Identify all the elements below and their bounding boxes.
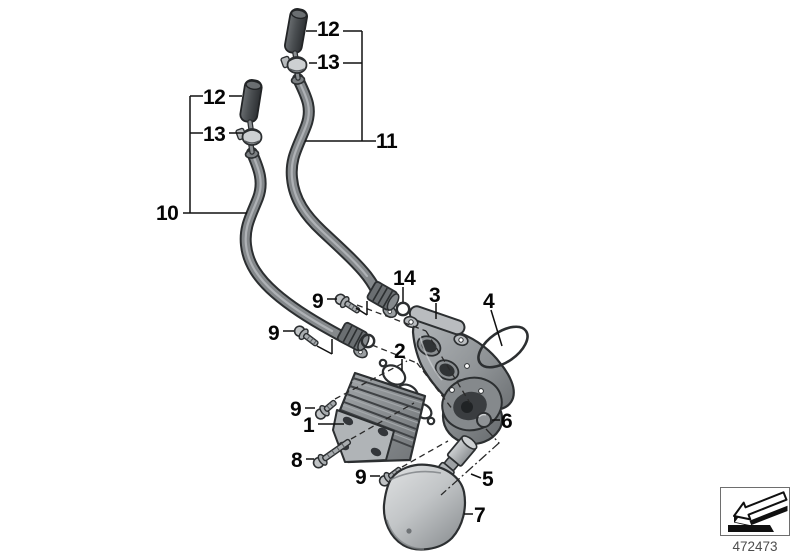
callout-hose-left: 10: [156, 202, 179, 225]
callout-oring-large: 4: [483, 290, 495, 313]
callout-screw-cooler-bottom: 9: [355, 466, 367, 489]
clamp-left: [235, 127, 263, 146]
callout-clamp-left: 13: [203, 123, 226, 146]
callout-screw-long: 8: [291, 449, 303, 472]
direction-arrow-icon-box: [720, 487, 790, 536]
callout-oring-small: 14: [393, 267, 416, 290]
hose-union-left: [336, 321, 370, 359]
cap-right: [284, 8, 308, 54]
callout-cooler: 1: [303, 414, 315, 437]
filter-cover: [382, 463, 467, 551]
drawing-number: 472473: [732, 539, 778, 554]
sealing-ring-14: [395, 301, 411, 317]
leader-lines: [283, 287, 503, 515]
screw-upper-left: [293, 325, 319, 347]
cap-left: [239, 79, 263, 123]
callout-gasket: 2: [394, 340, 406, 363]
hose-left: [239, 147, 353, 345]
callout-screw-upper-right: 9: [312, 290, 324, 313]
bracket-lines: [183, 30, 376, 214]
callout-clamp-right: 13: [317, 51, 340, 74]
callout-cap-left: 12: [203, 86, 226, 109]
callout-screw-cooler-top: 9: [290, 398, 302, 421]
assembly-axis-lines: [334, 304, 500, 496]
filter-housing: [403, 305, 515, 445]
sealing-ring-left: [360, 333, 376, 349]
screw-cooler-top: [314, 399, 337, 420]
callout-fitting: 5: [482, 468, 494, 491]
callout-screw-upper-left: 9: [268, 322, 280, 345]
plug: [476, 412, 492, 428]
callout-filter-cover: 7: [474, 504, 486, 527]
callout-housing: 3: [429, 284, 441, 307]
screw-upper-right: [334, 293, 361, 314]
callout-hose-right: 11: [376, 130, 398, 153]
direction-arrow-icon: [728, 491, 788, 532]
clamp-right: [280, 55, 308, 74]
oil-cooler: [332, 371, 427, 464]
screw-long: [312, 438, 352, 469]
callout-cap-right: 12: [317, 18, 340, 41]
hose-right: [285, 73, 384, 301]
o-ring-large: [477, 325, 529, 369]
callout-plug: 6: [501, 410, 513, 433]
hose-union-right: [366, 281, 400, 318]
